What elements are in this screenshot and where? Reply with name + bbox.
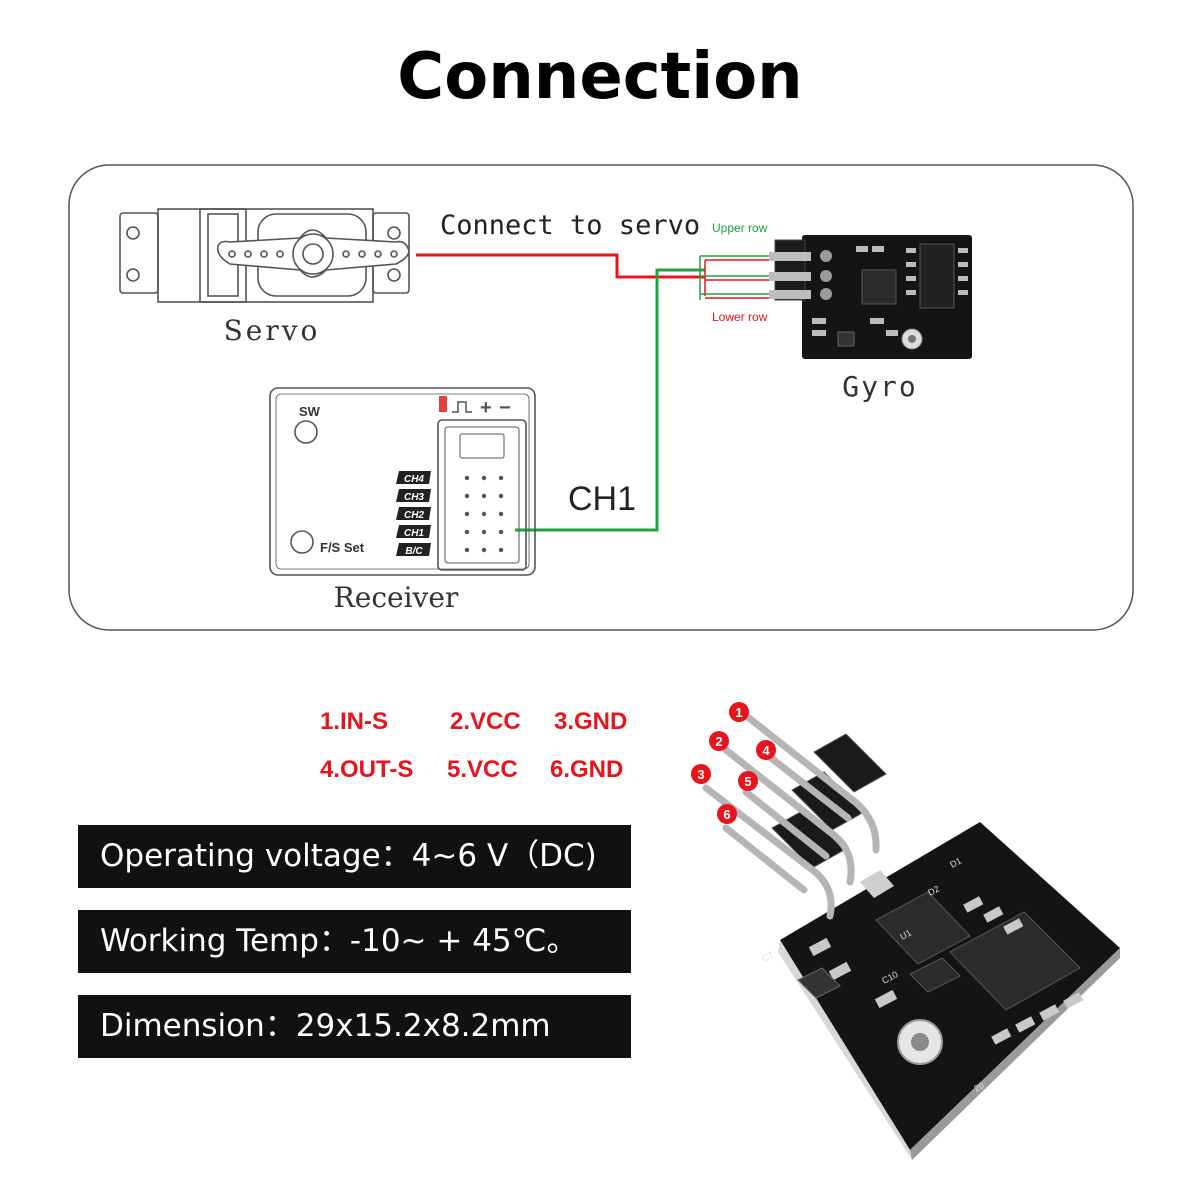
upper-row-label: Upper row bbox=[712, 221, 768, 235]
pin-label-2: 2.VCC bbox=[450, 708, 521, 735]
pin-label-5: 5.VCC bbox=[447, 756, 518, 783]
channel-tag-ch4: CH4 bbox=[404, 474, 424, 485]
servo-wire-label: Connect to servo bbox=[440, 210, 700, 241]
spec-operating-voltage: Operating voltage：4~6 V（DC) bbox=[78, 825, 631, 888]
channel-tag-ch3: CH3 bbox=[404, 492, 424, 503]
receiver-fs-label: F/S Set bbox=[320, 540, 365, 555]
board-label-d1: D1 bbox=[948, 856, 963, 870]
pin-label-6: 6.GND bbox=[550, 756, 624, 783]
photo-pin-1: 1 bbox=[735, 705, 742, 720]
channel-tag-ch1: CH1 bbox=[404, 528, 424, 539]
gyro-board bbox=[769, 235, 972, 359]
servo-label: Servo bbox=[224, 314, 321, 347]
channel-tags: CH4 CH3 CH2 CH1 B/C bbox=[396, 471, 431, 557]
board-label-u1: U1 bbox=[898, 928, 913, 942]
servo-wire bbox=[416, 253, 705, 279]
photo-pin-6: 6 bbox=[723, 807, 730, 822]
receiver-sw-label: SW bbox=[299, 404, 321, 419]
header-wiring bbox=[699, 255, 775, 300]
receiver-pin-grid bbox=[464, 475, 504, 553]
spec-dimension: Dimension：29x15.2x8.2mm bbox=[78, 995, 631, 1058]
photo-pin-3: 3 bbox=[697, 767, 704, 782]
page-title: Connection bbox=[397, 40, 803, 114]
pin-label-3: 3.GND bbox=[554, 708, 628, 735]
board-label-c7: C7 bbox=[760, 950, 775, 964]
signal-wire bbox=[515, 268, 705, 532]
pin-label-4: 4.OUT-S bbox=[320, 756, 414, 783]
board-label-d2: D2 bbox=[926, 884, 941, 898]
photo-pin-4: 4 bbox=[762, 743, 770, 758]
receiver-minus: − bbox=[499, 397, 511, 419]
spec-working-temp: Working Temp：-10~ + 45℃。 bbox=[78, 910, 631, 973]
connection-diagram: Servo Connect to servo CH1 Upper row Low… bbox=[68, 164, 1134, 631]
servo-drawing bbox=[119, 208, 410, 303]
photo-pin-markers: 1 2 3 4 5 6 bbox=[691, 702, 776, 824]
receiver-label: Receiver bbox=[334, 581, 459, 614]
channel-tag-ch2: CH2 bbox=[404, 510, 424, 521]
pin-label-1: 1.IN-S bbox=[320, 708, 389, 735]
photo-board-labels: D1 D2 C10 C7 U1 20 bbox=[760, 856, 986, 1094]
gyro-label: Gyro bbox=[842, 370, 917, 403]
ch1-label: CH1 bbox=[568, 480, 636, 518]
receiver-plus: + bbox=[480, 397, 492, 419]
photo-header-pins bbox=[702, 710, 887, 920]
channel-tag-bc: B/C bbox=[405, 546, 423, 557]
receiver-drawing bbox=[269, 387, 536, 576]
photo-pin-2: 2 bbox=[715, 734, 722, 749]
lower-row-label: Lower row bbox=[712, 310, 768, 324]
photo-pin-5: 5 bbox=[744, 774, 751, 789]
gyro-photo: 1 2 3 4 5 6 D1 D2 C10 C7 U1 20 bbox=[691, 702, 1120, 1160]
board-label-20: 20 bbox=[972, 1080, 986, 1094]
